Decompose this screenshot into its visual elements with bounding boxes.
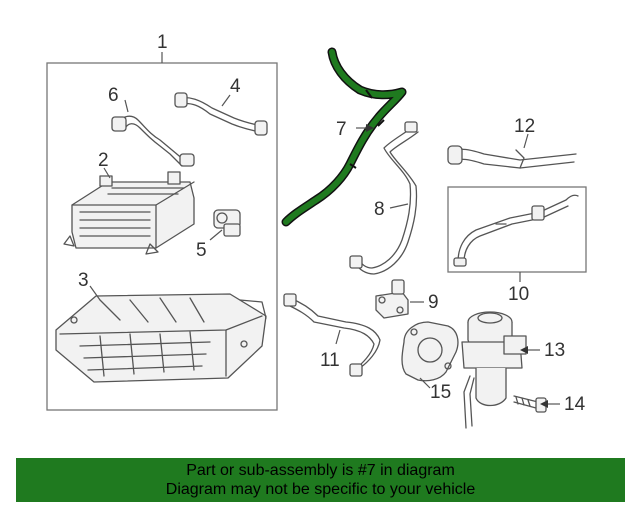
callout-13[interactable]: 13	[544, 340, 565, 361]
callout-9[interactable]: 9	[428, 292, 439, 313]
part-5-valve[interactable]	[213, 209, 241, 237]
callout-11[interactable]: 11	[320, 350, 340, 371]
banner-line-1: Part or sub-assembly is #7 in diagram	[186, 462, 455, 479]
part-15-gasket[interactable]	[401, 321, 459, 382]
banner-line-2: Diagram may not be specific to your vehi…	[165, 481, 476, 498]
part-7-hose-highlighted[interactable]	[281, 47, 407, 227]
callout-2[interactable]: 2	[98, 150, 109, 171]
callout-10[interactable]: 10	[508, 284, 529, 305]
callout-6[interactable]: 6	[108, 85, 119, 106]
callout-7[interactable]: 7	[336, 119, 347, 140]
part-info-banner: Part or sub-assembly is #7 in diagram Di…	[16, 458, 625, 502]
callout-12[interactable]: 12	[514, 116, 535, 137]
part-11-tube[interactable]	[283, 293, 381, 377]
part-12-hose[interactable]	[447, 145, 577, 169]
callout-15[interactable]: 15	[430, 382, 451, 403]
part-6-hose[interactable]	[111, 115, 195, 167]
callout-5[interactable]: 5	[196, 240, 207, 261]
part-8-tube[interactable]	[349, 121, 419, 275]
part-13-valve[interactable]	[461, 311, 527, 429]
part-10-hose-assembly[interactable]	[453, 194, 579, 267]
part-3-bracket[interactable]	[55, 293, 267, 383]
callout-8[interactable]: 8	[374, 199, 385, 220]
part-4-hose[interactable]	[174, 92, 268, 136]
callout-4[interactable]: 4	[230, 76, 241, 97]
part-2-canister[interactable]	[63, 171, 195, 255]
callout-1[interactable]: 1	[157, 32, 168, 53]
part-10-group-box	[447, 186, 587, 273]
callout-3[interactable]: 3	[78, 270, 89, 291]
part-7-hose-fill	[283, 49, 405, 225]
part-9-sensor[interactable]	[375, 279, 409, 319]
callout-14[interactable]: 14	[564, 394, 586, 415]
